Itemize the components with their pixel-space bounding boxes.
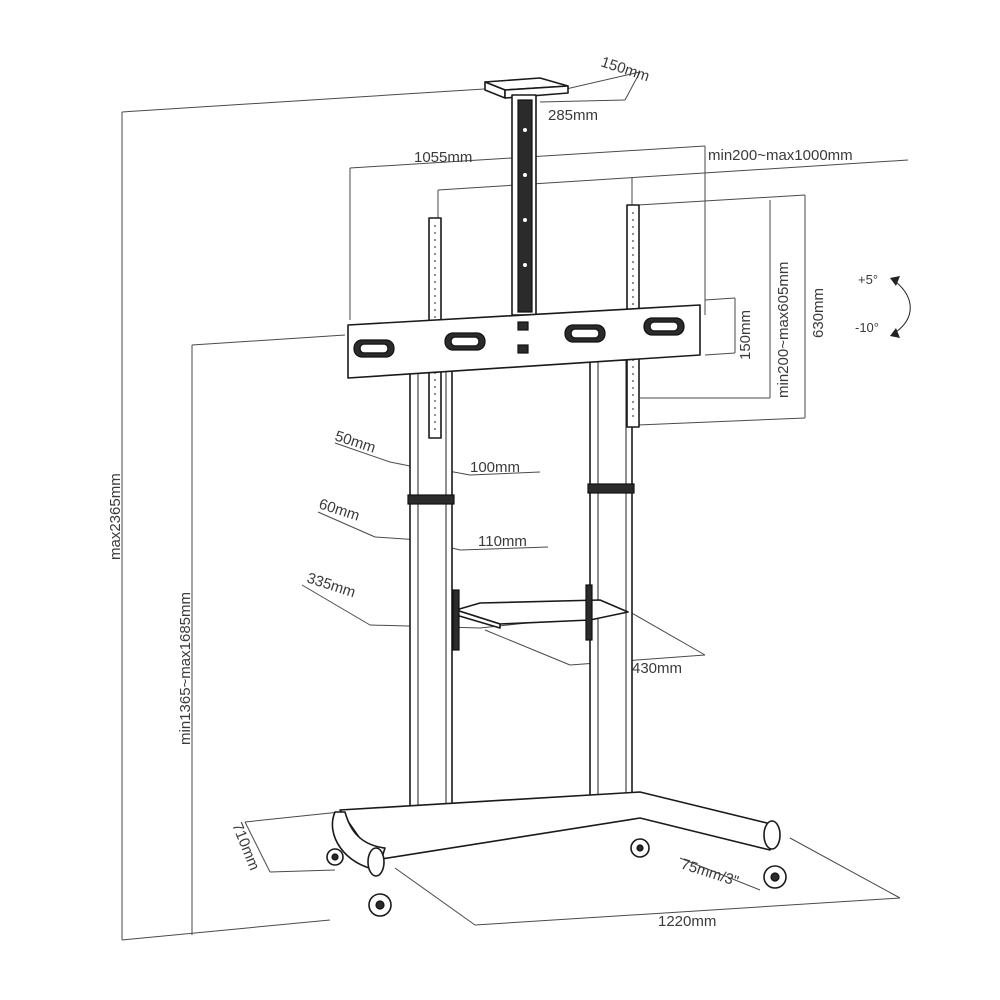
caster-wheels <box>326 838 787 917</box>
ceiling-plate <box>484 77 569 99</box>
label-plate-width: 150mm <box>599 54 652 86</box>
label-caster: 75mm/3" <box>679 856 741 891</box>
label-shelf-width: 430mm <box>632 660 682 677</box>
label-slot-height: 150mm <box>737 310 754 360</box>
label-tilt-down: -10° <box>855 320 879 335</box>
tilt-arrow-icon <box>890 276 911 338</box>
center-pole <box>511 94 537 316</box>
label-shelf-depth: 335mm <box>305 570 358 602</box>
label-center-height: min1365~max1685mm <box>177 592 194 745</box>
label-column-small-a: 50mm <box>333 428 378 457</box>
label-vesa-vertical: min200~max605mm <box>775 262 792 398</box>
right-column <box>587 359 635 811</box>
equipment-shelf <box>452 584 629 651</box>
label-column-small-b: 100mm <box>470 459 520 476</box>
label-vesa-horizontal: min200~max1000mm <box>708 147 853 164</box>
label-arm-width: 1055mm <box>414 149 472 166</box>
label-column-large-a: 60mm <box>317 496 362 525</box>
dimension-labels: 150mm 285mm 1055mm min200~max1000mm min2… <box>107 54 879 930</box>
label-bracket-height: 630mm <box>810 288 827 338</box>
label-tilt-up: +5° <box>858 272 878 287</box>
rolling-base <box>331 791 781 877</box>
mount-plate <box>347 304 701 379</box>
label-total-height: max2365mm <box>107 473 124 560</box>
label-column-large-b: 110mm <box>478 533 527 550</box>
label-base-width: 1220mm <box>658 913 716 930</box>
label-plate-depth: 285mm <box>548 107 598 124</box>
